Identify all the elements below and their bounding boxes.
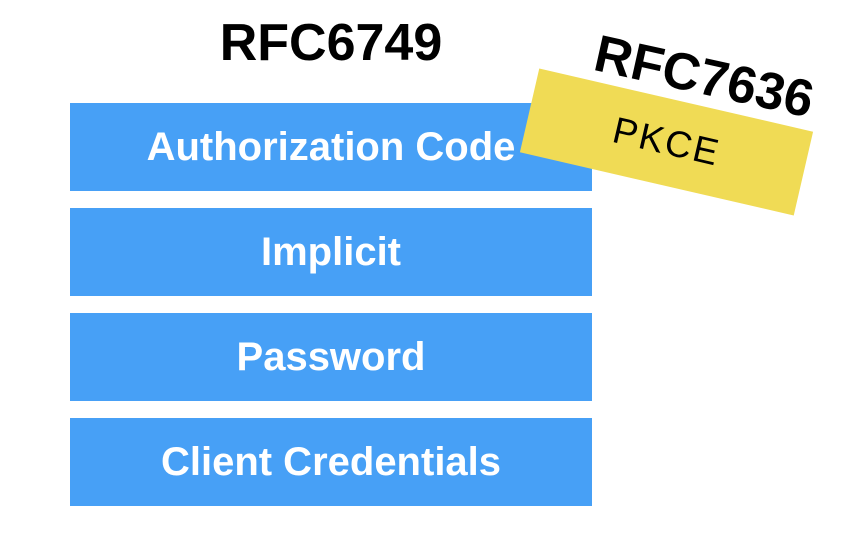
flow-bar-label: Password <box>236 334 426 379</box>
rfc6749-title: RFC6749 <box>219 14 443 72</box>
pkce-sticker-label: PKCE <box>609 109 725 174</box>
flow-bar-label: Authorization Code <box>146 124 516 169</box>
flow-bar-password: Password <box>70 313 592 401</box>
flow-bar-label: Client Credentials <box>160 439 502 484</box>
flow-bar-label: Implicit <box>260 229 402 274</box>
flow-bar-client-credentials: Client Credentials <box>70 418 592 506</box>
flow-bar-implicit: Implicit <box>70 208 592 296</box>
flow-bar-authorization-code: Authorization Code <box>70 103 592 191</box>
